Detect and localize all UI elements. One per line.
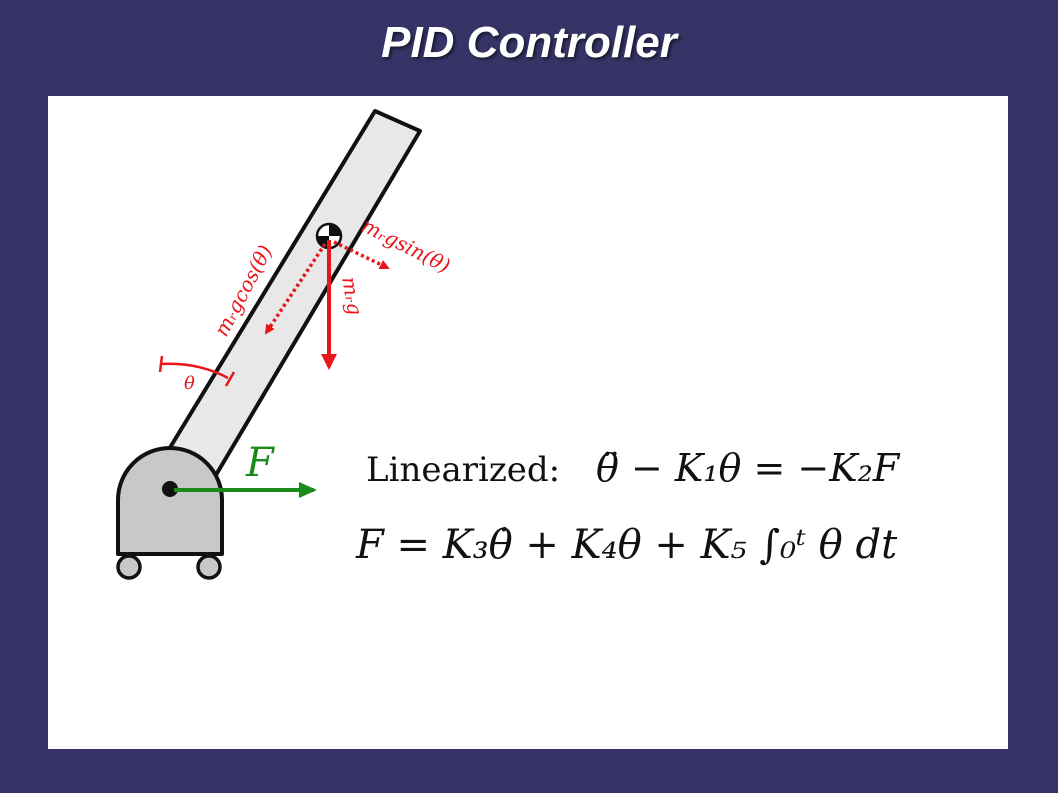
angle-arc-tick-right: [224, 371, 236, 387]
linearized-equation: θ̈ − K₁θ = −K₂F: [596, 446, 901, 490]
sin-component-label: mᵣgsin(θ): [358, 213, 454, 278]
control-law-equation: F = K₃θ̇ + K₄θ + K₅ ∫₀ᵗ θ dt: [355, 522, 898, 568]
angle-arc: [160, 362, 229, 380]
slide-title: PID Controller: [381, 18, 677, 67]
pivot-point: [162, 481, 178, 497]
pendulum-rod: [158, 109, 422, 487]
angle-label: θ: [184, 373, 195, 394]
sin-component-arrow: [333, 240, 390, 270]
linearized-prefix: Linearized:: [366, 450, 560, 490]
pendulum-diagram: F mᵣg mᵣgcos(θ) mᵣgsin(θ) θ Linearized: …: [116, 109, 901, 580]
angle-arc-tick-left: [158, 355, 164, 373]
force-label: F: [245, 440, 275, 486]
left-wheel: [116, 554, 142, 580]
right-wheel: [196, 554, 222, 580]
gravity-label: mᵣg: [337, 275, 367, 317]
cart-body: [116, 446, 224, 556]
diagram-canvas: F mᵣg mᵣgcos(θ) mᵣgsin(θ) θ Linearized: …: [48, 96, 1008, 749]
